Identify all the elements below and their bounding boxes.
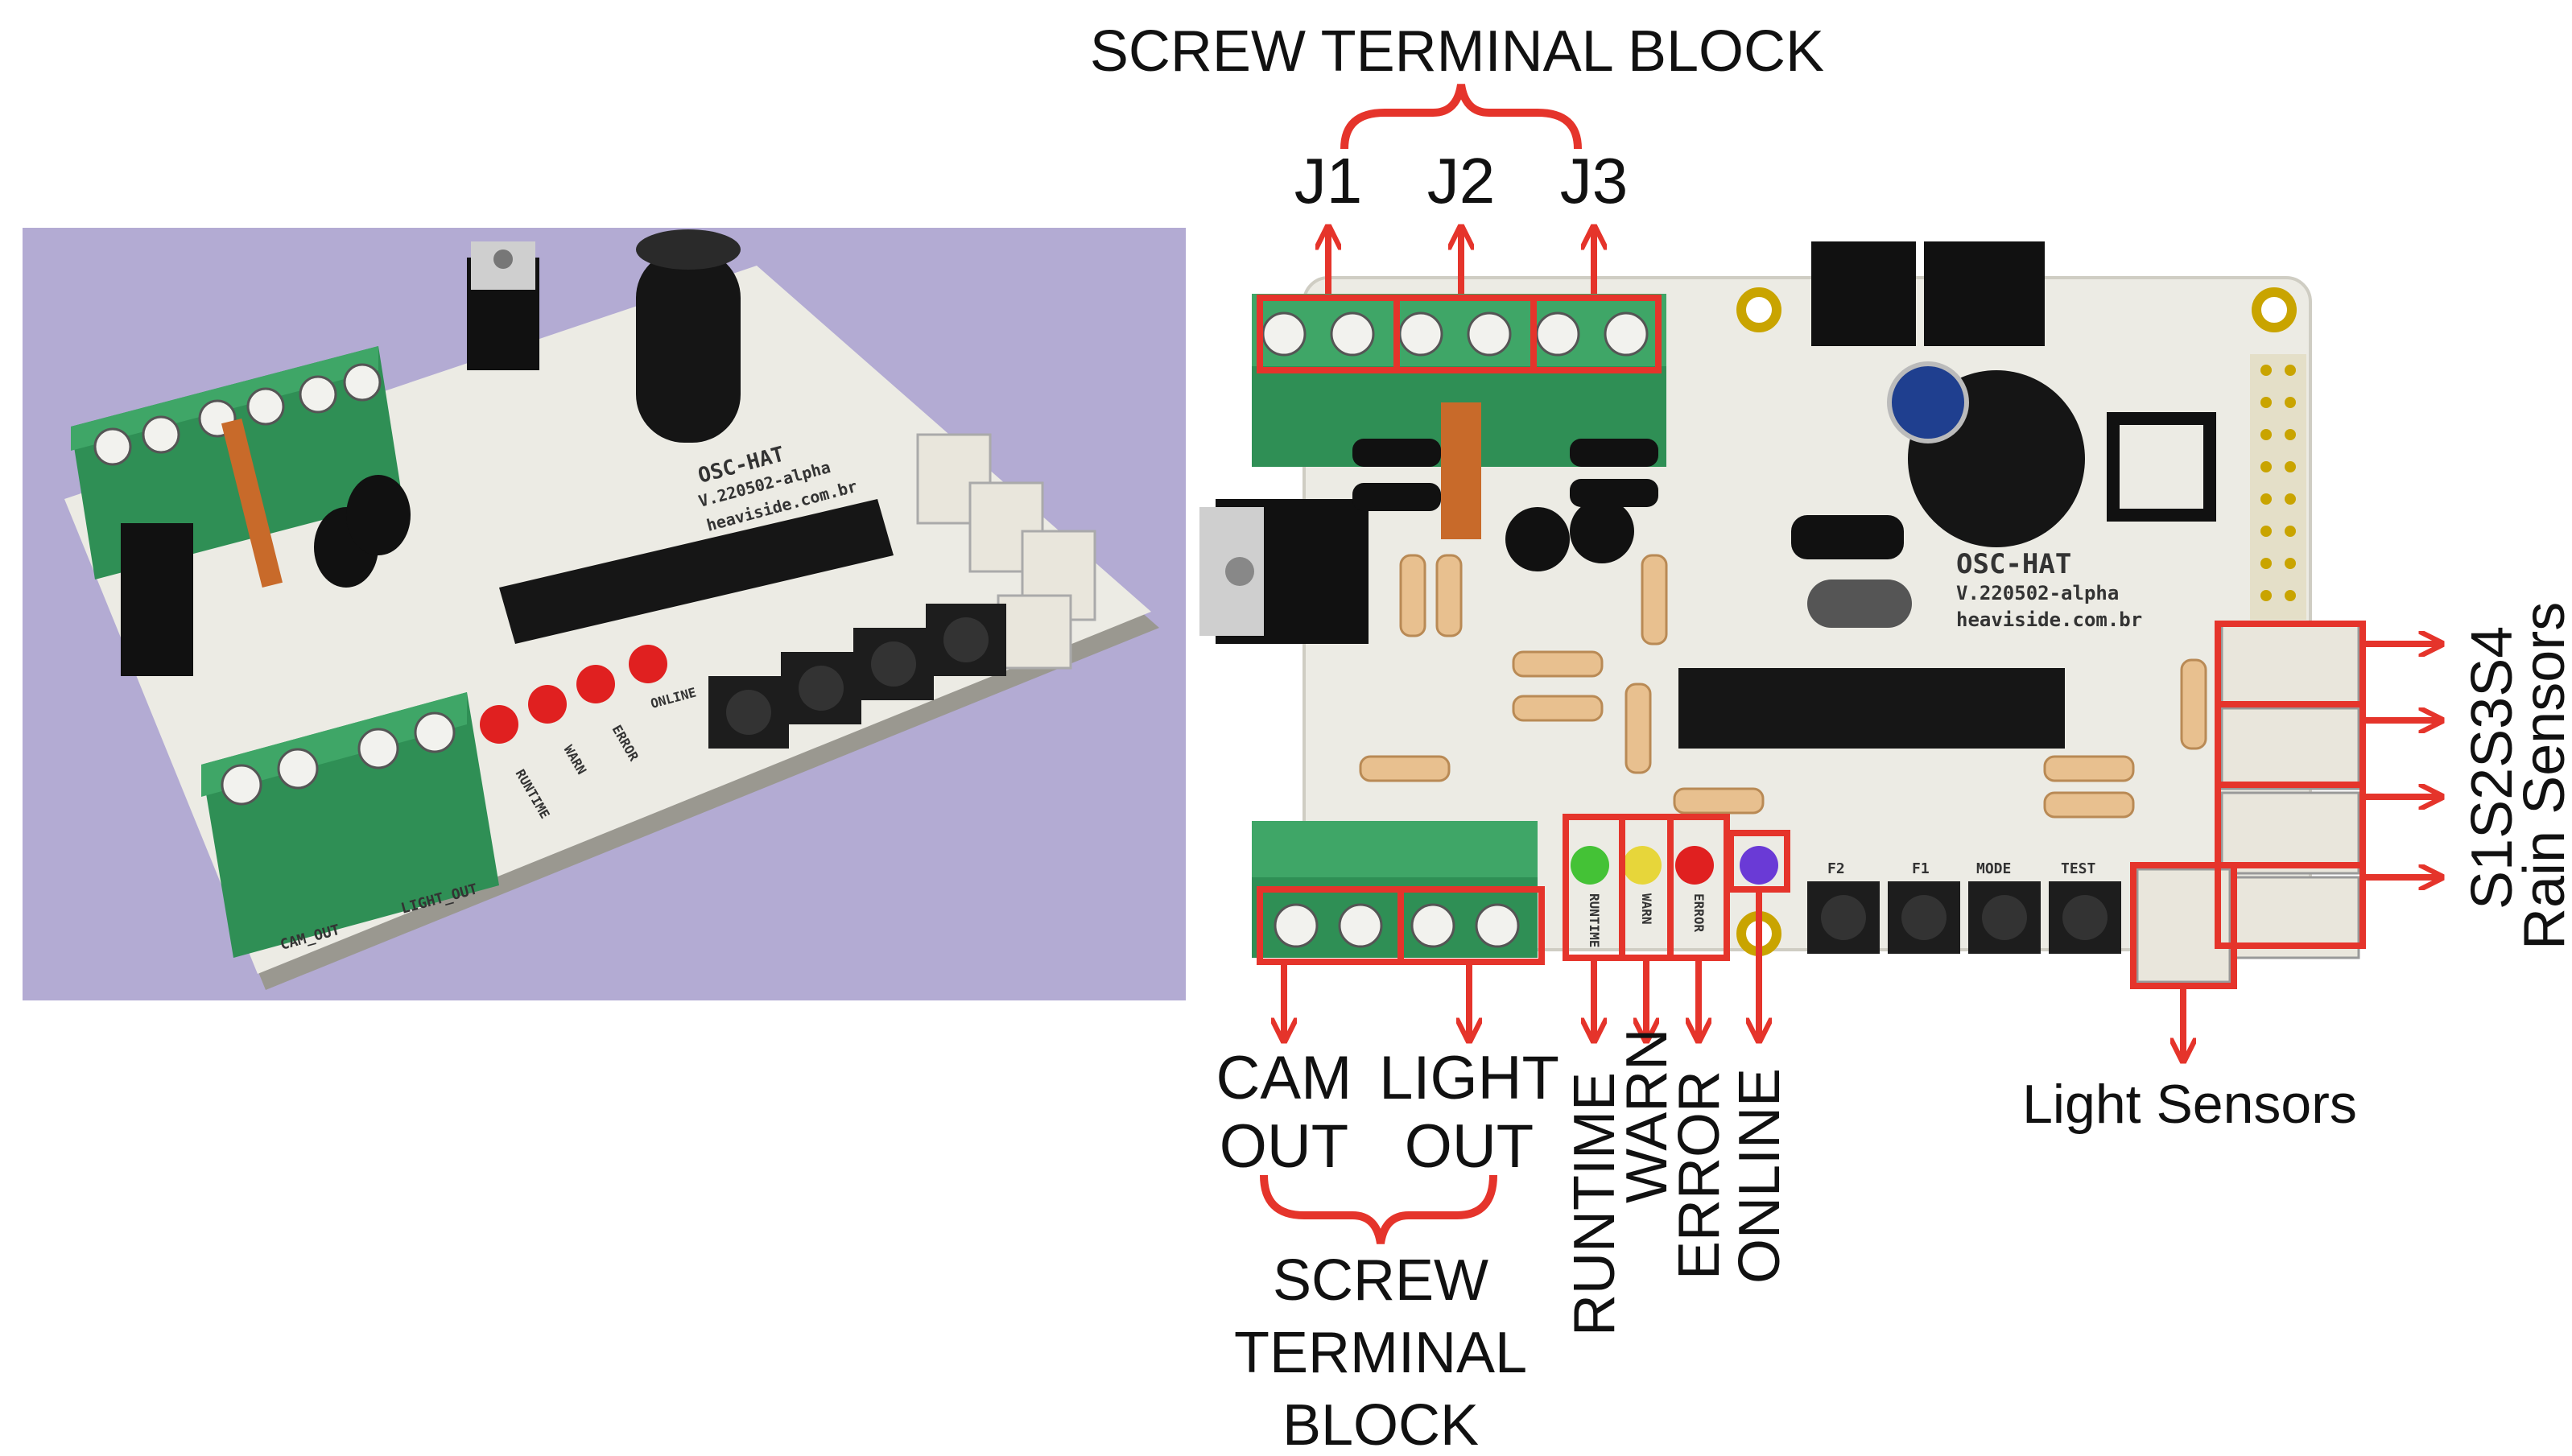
label-light-line2: OUT bbox=[1405, 1112, 1534, 1181]
callout-overlays bbox=[1257, 84, 2439, 1244]
right-regulators bbox=[1199, 241, 2045, 644]
silk-led-warn: WARN bbox=[1639, 893, 1654, 925]
silk-btn-f1: F1 bbox=[1912, 860, 1930, 877]
label-bottom-block-line2: TERMINAL bbox=[1234, 1321, 1527, 1385]
silk-btn-mode: MODE bbox=[1976, 860, 2011, 877]
label-j1: J1 bbox=[1294, 145, 1363, 217]
mount-hole-tr bbox=[2252, 287, 2297, 332]
label-light-sensors: Light Sensors bbox=[2022, 1074, 2357, 1135]
brace-bottom bbox=[1260, 1174, 1497, 1244]
right-ic-socket bbox=[2107, 412, 2216, 522]
left-buttons bbox=[708, 604, 1006, 749]
silk-btn-test: TEST bbox=[2061, 860, 2096, 877]
label-sensor-ids: S1S2S3S4 bbox=[2460, 626, 2525, 909]
mount-hole-tl bbox=[1736, 287, 1781, 332]
brace-top bbox=[1340, 84, 1582, 150]
left-relay-strip bbox=[221, 418, 283, 588]
right-silk-title: OSC-HAT bbox=[1956, 548, 2071, 580]
left-regulator-side bbox=[121, 523, 193, 676]
label-light-line1: LIGHT bbox=[1379, 1044, 1559, 1112]
label-bottom-block-line3: BLOCK bbox=[1282, 1393, 1479, 1456]
right-light-sensor-connector bbox=[2136, 868, 2231, 984]
right-crystal bbox=[1807, 580, 1912, 628]
right-silk-site: heaviside.com.br bbox=[1956, 608, 2142, 631]
right-relay-strip bbox=[1441, 402, 1481, 539]
right-transistor-1 bbox=[1505, 507, 1570, 571]
box-s4 bbox=[2215, 862, 2366, 949]
right-silk-version: V.220502-alpha bbox=[1956, 582, 2119, 604]
label-online: ONLINE bbox=[1728, 1068, 1792, 1284]
gpio-header bbox=[2250, 354, 2306, 620]
right-leds bbox=[1571, 846, 1778, 885]
label-j2: J2 bbox=[1427, 145, 1496, 217]
right-resistors bbox=[1359, 554, 2207, 819]
label-j3: J3 bbox=[1560, 145, 1629, 217]
right-board-view: F2 F1 MODE TEST OSC-HAT V.220502-alpha h… bbox=[1199, 241, 2360, 984]
silk-led-runtime: RUNTIME bbox=[1587, 893, 1602, 947]
label-top-screw-terminal-block: SCREW TERMINAL BLOCK bbox=[1090, 19, 1824, 84]
left-leds bbox=[480, 645, 667, 744]
left-mcu-chip bbox=[499, 499, 894, 644]
left-terminal-cam-light bbox=[201, 692, 499, 958]
label-cam-line1: CAM bbox=[1216, 1044, 1352, 1112]
silk-led-error: ERROR bbox=[1691, 893, 1707, 933]
silk-btn-f2: F2 bbox=[1827, 860, 1845, 877]
terminal-j1-j3 bbox=[1252, 294, 1666, 467]
left-sensor-connectors bbox=[916, 433, 1096, 670]
label-bottom-block-line1: SCREW bbox=[1273, 1248, 1488, 1313]
left-regulator-hole bbox=[493, 250, 513, 269]
left-capacitor-top bbox=[636, 229, 741, 270]
box-j3 bbox=[1530, 295, 1662, 373]
right-mcu-chip bbox=[1678, 668, 2065, 749]
right-transistor-2 bbox=[1570, 499, 1634, 563]
right-buttons bbox=[1807, 881, 2121, 954]
label-warn: WARN bbox=[1615, 1029, 1679, 1203]
label-cam-line2: OUT bbox=[1220, 1112, 1348, 1181]
label-rain-sensors: Rain Sensors bbox=[2512, 602, 2572, 950]
right-small-capacitor bbox=[1887, 361, 1969, 443]
left-3d-render: OSC-HAT V.220502-alpha heaviside.com.br … bbox=[23, 228, 1186, 1000]
label-error: ERROR bbox=[1667, 1070, 1732, 1280]
left-transistor-2 bbox=[346, 475, 411, 555]
label-runtime: RUNTIME bbox=[1563, 1072, 1627, 1336]
right-diodes bbox=[1352, 439, 1904, 559]
left-capacitor bbox=[636, 250, 741, 443]
